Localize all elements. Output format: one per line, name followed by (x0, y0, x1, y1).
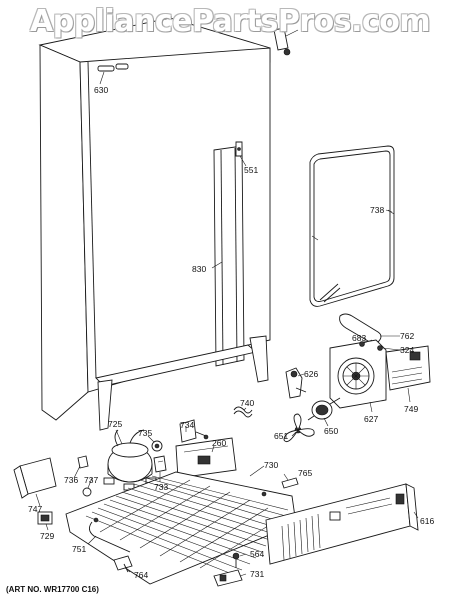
callout-630: 630 (94, 85, 108, 95)
callout-729: 729 (40, 531, 54, 541)
callout-764: 764 (134, 570, 148, 580)
callout-627: 627 (364, 414, 378, 424)
callout-751: 751 (72, 544, 86, 554)
callout-735: 735 (138, 428, 152, 438)
bracket-734-drawing (179, 419, 209, 443)
callout-260: 260 (212, 438, 226, 448)
art-number: (ART NO. WR17700 C16) (6, 585, 99, 594)
relay-drawing (151, 440, 167, 473)
fan-motor-drawing (307, 397, 341, 421)
callout-725: 725 (108, 419, 122, 429)
callout-734: 734 (180, 420, 194, 430)
callout-564: 564 (250, 549, 264, 559)
callout-616: 616 (420, 516, 434, 526)
callout-labels: 630 551 830 738 762 683 324 626 740 627 … (28, 85, 434, 580)
grille-616-drawing (265, 483, 419, 565)
callout-737: 737 (84, 475, 98, 485)
clip-740-drawing (233, 406, 253, 418)
frame-tubing-drawing (309, 145, 395, 307)
callout-324: 324 (400, 345, 414, 355)
callout-626: 626 (304, 369, 318, 379)
callout-765: 765 (298, 468, 312, 478)
fan-blade-drawing (283, 413, 315, 443)
part-260-drawing (175, 437, 237, 479)
compressor-drawing (103, 429, 157, 491)
fan-shroud-drawing (329, 339, 387, 409)
left-parts-drawing (13, 455, 92, 525)
callout-762: 762 (400, 331, 414, 341)
evaporator-cover-drawing (385, 345, 431, 391)
callout-747: 747 (28, 504, 42, 514)
callout-551: 551 (244, 165, 258, 175)
callout-730: 730 (264, 460, 278, 470)
callout-830: 830 (192, 264, 206, 274)
callout-733: 733 (154, 482, 168, 492)
base-pan-condenser-drawing (65, 471, 297, 585)
callout-651: 651 (274, 431, 288, 441)
callout-650: 650 (324, 426, 338, 436)
callout-736: 736 (64, 475, 78, 485)
callout-738: 738 (370, 205, 384, 215)
callout-749: 749 (404, 404, 418, 414)
watermark: AppliancePartsPros.com (30, 4, 431, 39)
callout-683: 683 (352, 333, 366, 343)
leader-lines (35, 71, 419, 577)
thermostat-drawing (285, 367, 307, 399)
cabinet-drawing (38, 17, 299, 431)
callout-731: 731 (250, 569, 264, 579)
callout-740: 740 (240, 398, 254, 408)
small-parts-drawing (113, 477, 299, 587)
